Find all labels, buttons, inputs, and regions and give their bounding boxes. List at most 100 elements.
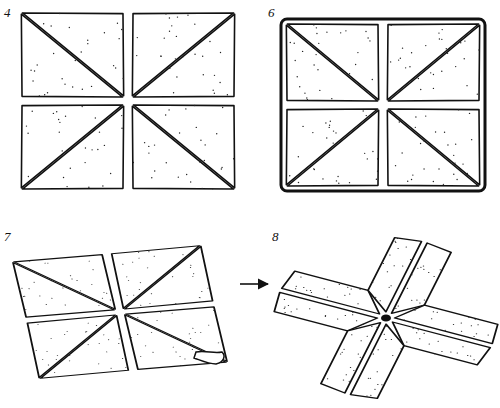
stipple-dot xyxy=(104,32,105,33)
stipple-dot xyxy=(110,367,112,369)
stipple-dot xyxy=(315,54,316,55)
stipple-dot xyxy=(173,346,175,348)
stipple-dot xyxy=(179,355,181,357)
stipple-dot xyxy=(148,152,149,153)
stipple-dot xyxy=(433,276,434,277)
stipple-dot xyxy=(461,322,462,323)
stipple-dot xyxy=(180,364,182,366)
stipple-dot xyxy=(429,344,430,345)
stipple-dot xyxy=(406,246,407,247)
stipple-dot xyxy=(43,23,44,24)
stipple-dot xyxy=(398,59,399,60)
stipple-dot xyxy=(327,378,328,379)
stipple-dot xyxy=(447,52,448,53)
stipple-dot xyxy=(85,331,87,333)
stipple-dot xyxy=(64,304,66,306)
stipple-dot xyxy=(298,156,299,157)
stipple-dot xyxy=(457,352,458,353)
stipple-dot xyxy=(209,41,210,42)
stipple-dot xyxy=(153,255,155,257)
stipple-dot xyxy=(121,29,122,30)
stipple-dot xyxy=(453,174,454,175)
stipple-dot xyxy=(395,242,396,243)
stipple-dot xyxy=(296,309,297,310)
stipple-dot xyxy=(387,271,388,272)
stipple-dot xyxy=(65,116,66,117)
stipple-dot xyxy=(47,262,49,264)
stipple-dot xyxy=(194,23,195,24)
stipple-dot xyxy=(45,303,47,305)
stipple-dot xyxy=(42,358,44,360)
stipple-dot xyxy=(64,334,66,336)
stipple-dot xyxy=(435,131,436,132)
stipple-dot xyxy=(175,302,177,304)
stipple-dot xyxy=(214,75,215,76)
stipple-dot xyxy=(411,274,412,275)
stipple-dot xyxy=(55,359,57,361)
stipple-dot xyxy=(310,290,311,291)
stipple-dot xyxy=(204,160,205,161)
stipple-dot xyxy=(313,64,314,65)
stipple-dot xyxy=(233,158,234,159)
folded-square xyxy=(21,13,234,189)
stipple-dot xyxy=(478,49,479,50)
stipple-dot xyxy=(208,324,210,326)
stipple-dot xyxy=(57,354,59,356)
stipple-dot xyxy=(196,127,197,128)
stipple-dot xyxy=(25,308,27,310)
stipple-dot xyxy=(91,284,93,286)
stipple-dot xyxy=(133,294,135,296)
paper-flap xyxy=(388,25,479,101)
stipple-dot xyxy=(192,327,194,329)
stipple-dot xyxy=(96,325,98,327)
stipple-dot xyxy=(62,287,64,289)
stipple-dot xyxy=(345,315,346,316)
stipple-dot xyxy=(147,267,149,269)
stipple-dot xyxy=(66,331,68,333)
stipple-dot xyxy=(411,300,412,301)
stipple-dot xyxy=(152,351,154,353)
stipple-dot xyxy=(438,168,439,169)
step-number: 4 xyxy=(4,6,11,19)
stipple-dot xyxy=(168,109,169,110)
stipple-dot xyxy=(140,304,142,306)
paper-flap xyxy=(27,315,128,378)
stipple-dot xyxy=(344,295,345,296)
stipple-dot xyxy=(30,70,31,71)
stipple-dot xyxy=(340,32,341,33)
stipple-dot xyxy=(377,384,378,385)
stipple-dot xyxy=(87,40,88,41)
stipple-dot xyxy=(464,40,465,41)
stipple-dot xyxy=(433,74,434,75)
stipple-dot xyxy=(438,32,439,33)
stipple-dot xyxy=(369,40,370,41)
stipple-dot xyxy=(441,39,442,40)
stipple-dot xyxy=(222,107,223,108)
step-number: 6 xyxy=(268,6,275,19)
stipple-dot xyxy=(458,109,459,110)
stipple-dot xyxy=(453,324,454,325)
stipple-dot xyxy=(85,147,86,148)
stipple-dot xyxy=(337,319,338,320)
stipple-dot xyxy=(381,384,382,385)
stipple-dot xyxy=(51,297,53,299)
stipple-dot xyxy=(221,168,222,169)
stipple-dot xyxy=(160,311,162,313)
stipple-dot xyxy=(313,168,314,169)
stipple-dot xyxy=(316,27,317,28)
stipple-dot xyxy=(103,291,105,293)
stipple-dot xyxy=(27,133,28,134)
stipple-dot xyxy=(160,55,161,56)
stipple-dot xyxy=(377,371,378,372)
stipple-dot xyxy=(190,338,192,340)
stipple-dot xyxy=(366,396,367,397)
stipple-dot xyxy=(23,295,25,297)
paper-flap xyxy=(125,307,226,370)
stipple-dot xyxy=(219,82,220,83)
paper-flap xyxy=(13,255,114,318)
stipple-dot xyxy=(87,43,88,44)
stipple-dot xyxy=(406,341,407,342)
stipple-dot xyxy=(54,371,56,373)
stipple-dot xyxy=(115,67,116,68)
